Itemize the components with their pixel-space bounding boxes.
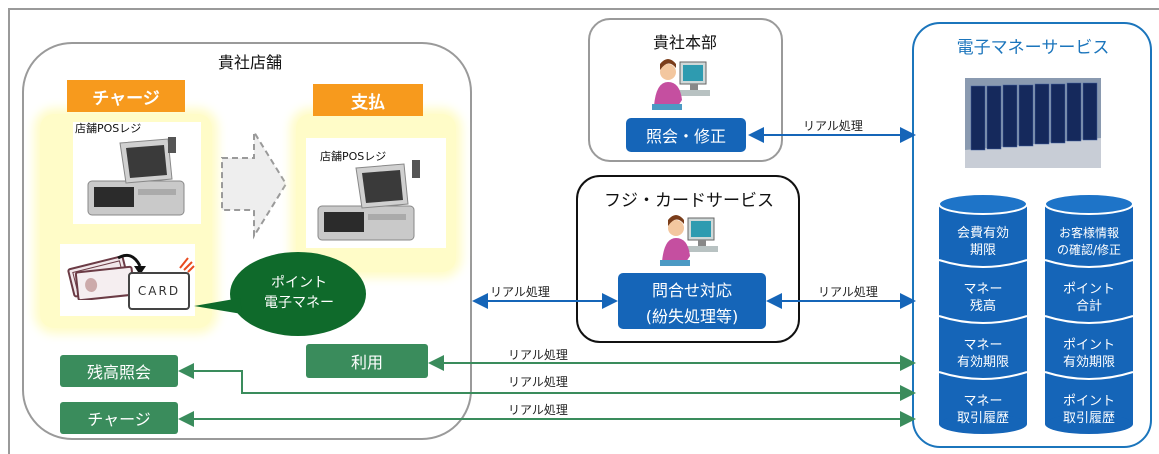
pay-tab: 支払 (313, 84, 423, 116)
pay-pos-label: 店舗POSレジ (320, 150, 387, 163)
database-icon (938, 193, 1028, 434)
point-history-cell: ポイント 取引履歴 (1062, 394, 1115, 426)
customer-info-cell: お客様情報 の確認/修正 (1056, 226, 1122, 257)
server-rack-icon (965, 78, 1101, 168)
charge-button[interactable]: チャージ (60, 402, 178, 434)
operator-icon (660, 215, 718, 266)
inquiry-support-line2: (紛失処理等) (645, 307, 739, 326)
membership-expiry-cell: 会費有効 期限 (956, 226, 1009, 258)
cash-icon (67, 255, 136, 300)
balance-connector-label: リアル処理 (508, 375, 568, 389)
money-history-cell: マネー 取引履歴 (956, 394, 1009, 426)
money-expiry-cell: マネー 有効期限 (956, 338, 1009, 370)
charge-tab: チャージ (67, 80, 185, 112)
fuji-title: フジ・カードサービス (604, 190, 774, 211)
database-icon (1044, 193, 1134, 434)
process-arrow (221, 128, 288, 240)
hq-group (588, 18, 783, 162)
fuji-card-service-group (576, 175, 800, 343)
point-expiry-cell: ポイント 有効期限 (1062, 338, 1115, 370)
charge-connector-label: リアル処理 (508, 403, 568, 417)
outer-frame-top (8, 8, 1159, 10)
use-connector-label: リアル処理 (508, 348, 568, 362)
balance-connector (178, 363, 916, 401)
emoney-title: 電子マネーサービス (956, 37, 1110, 58)
bubble-line2: 電子マネー (264, 295, 334, 311)
pos-terminal-icon (87, 137, 185, 216)
emoney-service-group (912, 22, 1152, 448)
inquiry-modify-button[interactable]: 照会・修正 (626, 118, 746, 152)
spark-icon (179, 257, 195, 273)
charge-pos-label: 店舗POSレジ (75, 122, 142, 135)
arrow-curved-icon (117, 253, 146, 275)
fuji-emoney-connector-label: リアル処理 (818, 285, 878, 299)
store-group (22, 42, 472, 440)
inquiry-support-line1: 問合せ対応 (651, 281, 732, 300)
pos-terminal-icon (317, 160, 420, 241)
hq-title: 貴社本部 (652, 33, 717, 52)
point-total-cell: ポイント 合計 (1062, 282, 1115, 314)
operator-icon (652, 59, 710, 110)
inquiry-support-button[interactable]: 問合せ対応 (紛失処理等) (618, 273, 766, 329)
money-balance-cell: マネー 残高 (963, 282, 1003, 314)
hq-connector-label: リアル処理 (803, 119, 863, 133)
point-emoney-bubble (194, 252, 366, 336)
outer-frame-left (8, 8, 10, 454)
bubble-line1: ポイント (271, 275, 327, 291)
store-title: 貴社店舗 (217, 53, 282, 72)
card-icon: CARD (128, 272, 190, 310)
balance-inquiry-button[interactable]: 残高照会 (60, 355, 178, 387)
store-fuji-connector-label: リアル処理 (490, 285, 550, 299)
